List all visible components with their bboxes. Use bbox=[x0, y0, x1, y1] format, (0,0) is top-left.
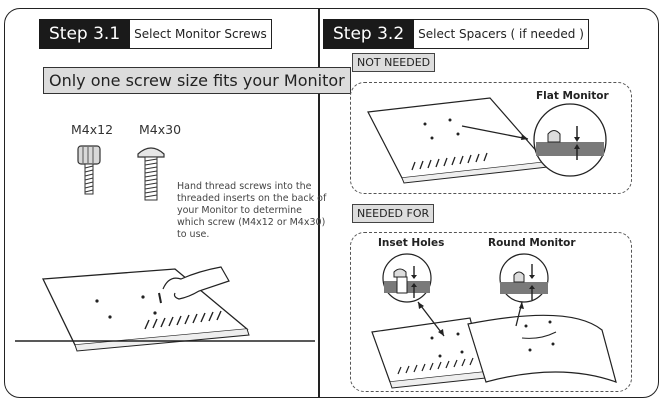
short-screw-icon bbox=[77, 145, 101, 195]
not-needed-tag: NOT NEEDED bbox=[352, 53, 436, 72]
needed-for-box bbox=[350, 232, 632, 392]
thread-screws-instruction: Hand thread screws into the threaded ins… bbox=[177, 181, 327, 240]
screw-m4x30-label: M4x30 bbox=[139, 122, 182, 137]
monitor-back-illustration bbox=[15, 266, 315, 352]
step-3-2-header: Step 3.2 Select Spacers ( if needed ) bbox=[323, 19, 589, 49]
spacer-needed-illustration bbox=[371, 253, 617, 389]
step-3-2-title: Select Spacers ( if needed ) bbox=[414, 19, 589, 49]
flat-monitor-illustration bbox=[367, 97, 607, 184]
step-3-1-number: Step 3.1 bbox=[39, 19, 131, 49]
step-3-1-header: Step 3.1 Select Monitor Screws bbox=[39, 19, 272, 49]
instruction-sheet: Step 3.1 Select Monitor Screws Only one … bbox=[4, 8, 659, 398]
panel-divider bbox=[318, 9, 320, 397]
round-monitor-label: Round Monitor bbox=[488, 237, 576, 249]
needed-for-tag: NEEDED FOR bbox=[352, 204, 435, 223]
not-needed-box bbox=[350, 82, 632, 194]
long-screw-icon bbox=[137, 147, 165, 201]
flat-monitor-label: Flat Monitor bbox=[536, 90, 609, 102]
screw-size-banner: Only one screw size fits your Monitor bbox=[43, 67, 351, 94]
step-3-1-title: Select Monitor Screws bbox=[130, 19, 272, 49]
step-3-2-number: Step 3.2 bbox=[323, 19, 415, 49]
screw-m4x12-label: M4x12 bbox=[71, 122, 114, 137]
inset-holes-label: Inset Holes bbox=[378, 237, 445, 249]
